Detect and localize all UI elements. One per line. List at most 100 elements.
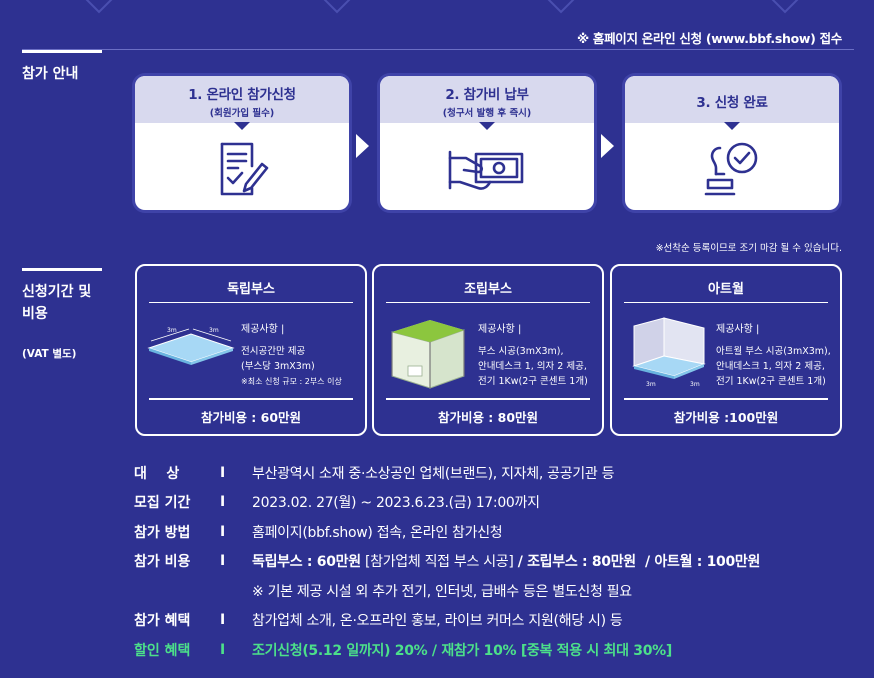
decor-diamond	[318, 0, 356, 14]
application-details: 대 상 I 부산광역시 소재 중·소상공인 업체(브랜드), 지자체, 공공기관…	[134, 458, 854, 665]
section-bar	[22, 50, 102, 53]
payment-money-icon	[380, 138, 594, 204]
provided-line: 전기 1Kw(2구 콘센트 1개)	[478, 376, 588, 387]
booth-title: 조립부스	[464, 282, 512, 297]
detail-label: 참가 혜택	[134, 613, 191, 630]
decor-diamond	[542, 0, 580, 14]
step-subtitle: (청구서 발행 후 즉시)	[442, 108, 532, 119]
detail-row-cost-note: ※ 기본 제공 시설 외 추가 전기, 인터넷, 급배수 등은 별도신청 필요	[134, 576, 854, 606]
detail-separator: I	[220, 612, 226, 629]
detail-label: 모집 기간	[134, 495, 191, 512]
detail-separator: I	[220, 464, 226, 481]
step-subtitle: (회원가입 필수)	[209, 108, 275, 119]
provided-line: (부스당 3mX3m)	[241, 361, 315, 372]
detail-value: 독립부스 : 60만원 [참가업체 직접 부스 시공] / 조립부스 : 80만…	[252, 551, 854, 571]
detail-separator: I	[220, 641, 226, 658]
step-header: 1. 온라인 참가신청 (회원가입 필수)	[135, 76, 349, 123]
step-title: 1. 온라인 참가신청	[188, 87, 296, 103]
dimension-label: 3m	[209, 327, 219, 334]
section-period: 신청기간 및 비용	[22, 268, 102, 325]
decor-diamond	[766, 0, 804, 14]
detail-label: 참가 비용	[134, 554, 191, 571]
floor-space-image: 3m 3m	[145, 312, 237, 376]
detail-value: 참가업체 소개, 온·오프라인 홍보, 라이브 커머스 지원(해당 시) 등	[252, 613, 623, 630]
divider	[624, 398, 828, 400]
detail-row-benefits: 참가 혜택 I 참가업체 소개, 온·오프라인 홍보, 라이브 커머스 지원(해…	[134, 606, 854, 636]
assembled-booth-image	[382, 312, 472, 396]
cost-independent: 독립부스 : 60만원	[252, 554, 361, 571]
provided-line: 안내데스크 1, 의자 2 제공,	[716, 361, 825, 372]
detail-row-cost: 참가 비용 I 독립부스 : 60만원 [참가업체 직접 부스 시공] / 조립…	[134, 547, 854, 577]
form-pen-icon	[135, 138, 349, 206]
section-guide-label: 참가 안내	[22, 66, 79, 82]
section-bar	[22, 268, 102, 271]
detail-value: 조기신청(5.12 일까지) 20% / 재참가 10% [중복 적용 시 최대…	[252, 642, 672, 659]
step-header: 3. 신청 완료	[625, 76, 839, 123]
detail-label: 할인 혜택	[134, 642, 191, 659]
provided-label: 제공사항 |	[478, 324, 522, 335]
divider	[22, 49, 854, 50]
stamp-check-icon	[625, 138, 839, 206]
detail-value: 부산광역시 소재 중·소상공인 업체(브랜드), 지자체, 공공기관 등	[252, 465, 615, 482]
dimension-label: 3m	[646, 381, 656, 388]
detail-label: 대 상	[134, 465, 180, 482]
booth-price: 참가비용 : 80만원	[437, 410, 539, 425]
step-pointer	[479, 122, 495, 130]
provided-label: 제공사항 |	[241, 324, 285, 335]
booth-info: 제공사항 | 전시공간만 제공 (부스당 3mX3m) ※최소 신청 규모 : …	[241, 322, 365, 389]
detail-row-discount: 할인 혜택 I 조기신청(5.12 일까지) 20% / 재참가 10% [중복…	[134, 635, 854, 665]
min-size-note: ※최소 신청 규모 : 2부스 이상	[241, 377, 342, 386]
detail-row-method: 참가 방법 I 홈페이지(bbf.show) 접속, 온라인 참가신청	[134, 517, 854, 547]
booth-info: 제공사항 | 부스 시공(3mX3m), 안내데스크 1, 의자 2 제공, 전…	[478, 322, 602, 389]
booth-card-independent: 독립부스 3m 3m 제공사항 | 전시공간만 제공 (부스당 3mX3m) ※…	[135, 264, 367, 436]
detail-row-period: 모집 기간 I 2023.02. 27(월) ~ 2023.6.23.(금) 1…	[134, 488, 854, 518]
step-complete: 3. 신청 완료	[625, 76, 839, 210]
provided-line: 부스 시공(3mX3m),	[478, 346, 564, 357]
booth-title: 아트월	[708, 282, 744, 297]
detail-separator: I	[220, 553, 226, 570]
online-application-notice: ※ 홈페이지 온라인 신청 (www.bbf.show) 접수	[576, 31, 842, 46]
detail-label: 참가 방법	[134, 524, 191, 541]
cost-others: / 조립부스 : 80만원 / 아트월 : 100만원	[517, 554, 761, 571]
booth-info: 제공사항 | 아트월 부스 시공(3mX3m), 안내데스크 1, 의자 2 제…	[716, 322, 840, 389]
step-payment: 2. 참가비 납부 (청구서 발행 후 즉시)	[380, 76, 594, 210]
detail-value: ※ 기본 제공 시설 외 추가 전기, 인터넷, 급배수 등은 별도신청 필요	[252, 583, 632, 600]
booth-title: 독립부스	[227, 282, 275, 297]
step-pointer	[234, 122, 250, 130]
step-title: 2. 참가비 납부	[445, 87, 529, 103]
section-guide: 참가 안내	[22, 50, 102, 85]
booth-price: 참가비용 :100만원	[673, 410, 779, 425]
booth-price: 참가비용 : 60만원	[200, 410, 302, 425]
detail-separator: I	[220, 494, 226, 511]
provided-line: 전시공간만 제공	[241, 346, 306, 357]
booth-card-artwall: 아트월 3m 3m 제공사항 | 아트월 부스 시공(3mX3m), 안내데스크…	[610, 264, 842, 436]
decor-diamond	[80, 0, 118, 14]
vat-note: (VAT 별도)	[22, 348, 77, 360]
detail-value: 홈페이지(bbf.show) 접속, 온라인 참가신청	[252, 524, 503, 541]
detail-value: 2023.02. 27(월) ~ 2023.6.23.(금) 17:00까지	[252, 495, 540, 512]
dimension-label: 3m	[690, 381, 700, 388]
dimension-label: 3m	[167, 327, 177, 334]
divider	[386, 302, 590, 303]
section-period-label-1: 신청기간 및	[22, 284, 92, 300]
provided-line: 안내데스크 1, 의자 2 제공,	[478, 361, 587, 372]
section-period-label-2: 비용	[22, 306, 48, 322]
detail-row-target: 대 상 I 부산광역시 소재 중·소상공인 업체(브랜드), 지자체, 공공기관…	[134, 458, 854, 488]
step-arrow	[601, 134, 614, 158]
cost-independent-note: [참가업체 직접 부스 시공]	[360, 554, 518, 571]
divider	[149, 302, 353, 303]
provided-label: 제공사항 |	[716, 324, 760, 335]
step-title: 3. 신청 완료	[696, 95, 768, 111]
divider	[624, 302, 828, 303]
detail-separator: I	[220, 523, 226, 540]
step-pointer	[724, 122, 740, 130]
divider	[386, 398, 590, 400]
divider	[149, 398, 353, 400]
step-online-application: 1. 온라인 참가신청 (회원가입 필수)	[135, 76, 349, 210]
step-arrow	[356, 134, 369, 158]
booth-card-assembled: 조립부스 제공사항 | 부스 시공(3mX3m), 안내데스크 1, 의자 2 …	[372, 264, 604, 436]
provided-line: 아트월 부스 시공(3mX3m),	[716, 346, 831, 357]
early-closing-notice: ※선착순 등록이므로 조기 마감 될 수 있습니다.	[655, 243, 842, 254]
artwall-booth-image: 3m 3m	[620, 312, 712, 396]
provided-line: 전기 1Kw(2구 콘센트 1개)	[716, 376, 826, 387]
